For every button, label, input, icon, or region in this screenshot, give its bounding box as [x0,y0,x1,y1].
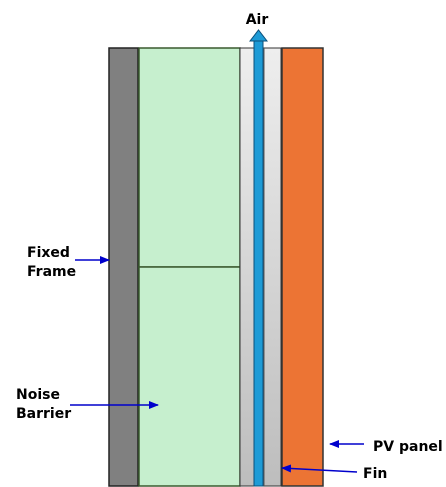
fixed-frame [108,47,139,487]
noise-barrier-label-line2: Barrier [16,406,71,422]
fin [253,39,264,487]
fixed-frame-label-line1: Fixed [27,245,70,261]
fin-label: Fin [363,466,387,482]
noise-barrier-upper [138,47,241,268]
noise-barrier-lower [138,266,241,487]
air-flow-arrow-head [248,29,269,42]
fixed-frame-label-line2: Frame [27,264,76,280]
pv-panel-label: PV panel [373,439,443,455]
air-label: Air [246,12,269,28]
noise-barrier-label-line1: Noise [16,387,60,403]
fin-pointer-arrow [281,464,358,473]
pv-panel [281,47,324,487]
